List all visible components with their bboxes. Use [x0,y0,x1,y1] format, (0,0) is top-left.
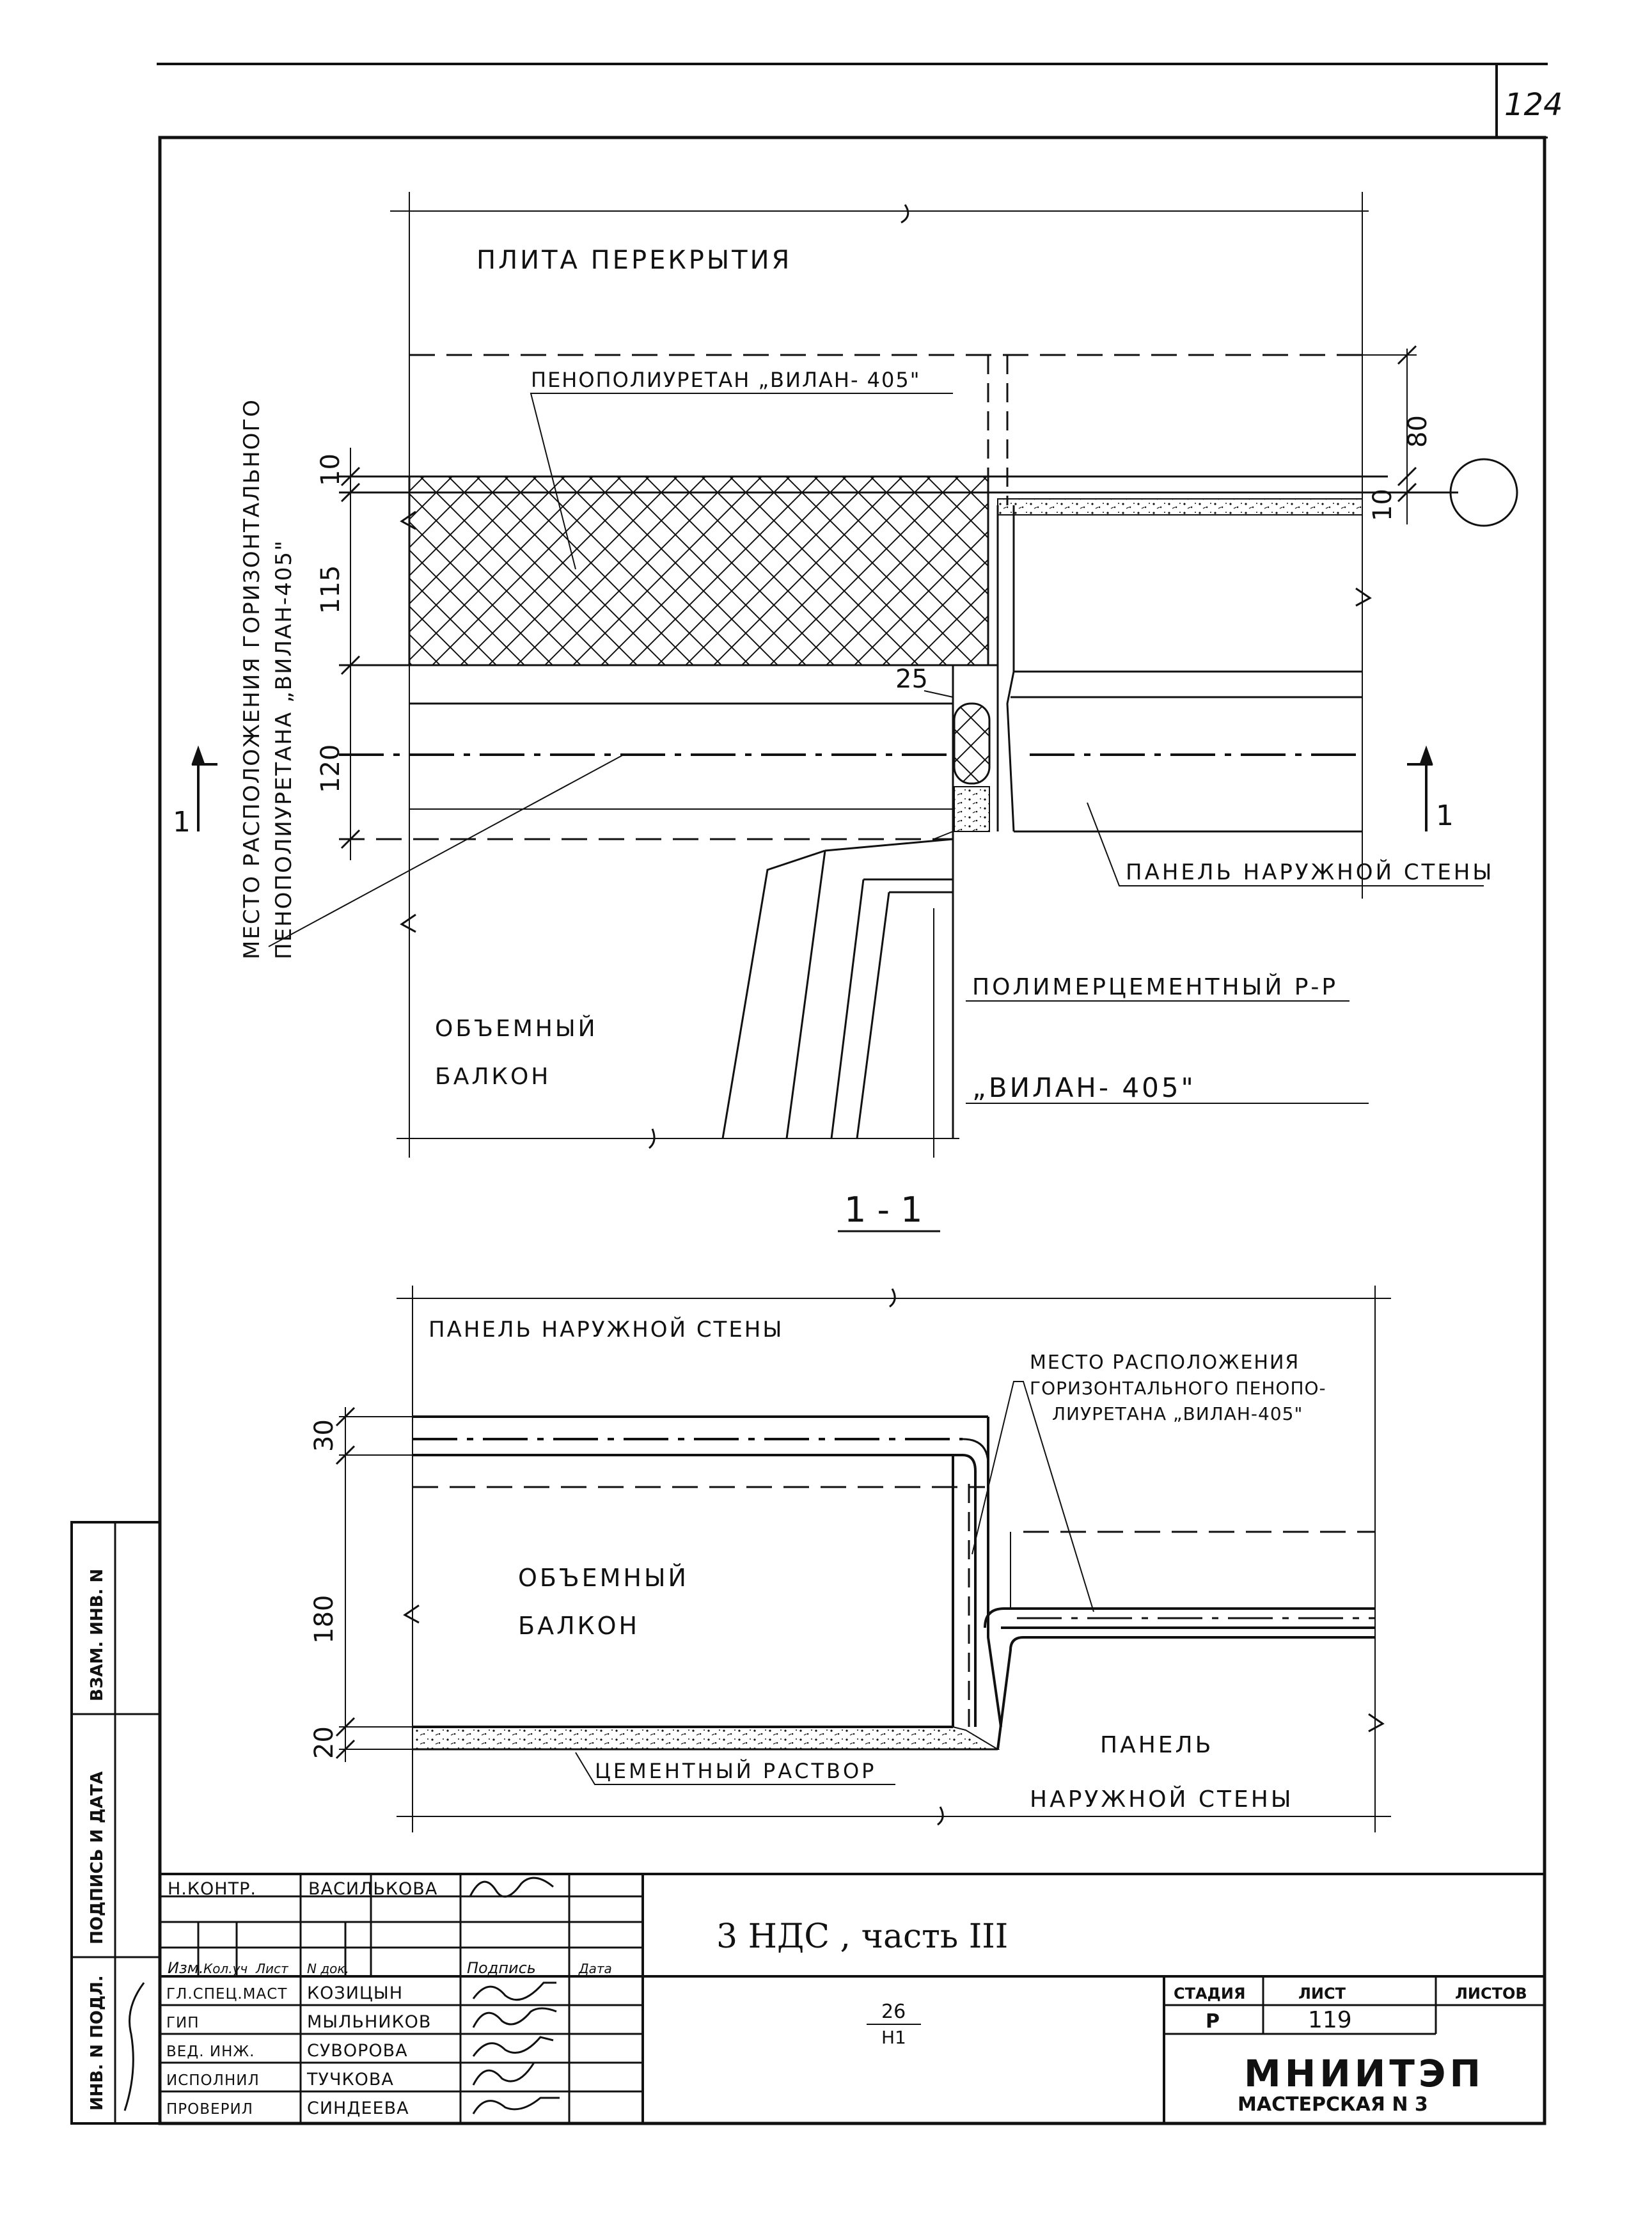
vertical-label-foam: ПЕНОПОЛИУРЕТАНА „ВИЛАН-405" [271,539,297,959]
polymer-cement-label: ПОЛИМЕРЦЕМЕНТНЫЙ Р-Р [972,973,1338,1000]
vilan-label: „ВИЛАН- 405" [972,1072,1196,1103]
tb-ncontr-signature [469,1877,554,1898]
tb-role-4: ИСПОЛНИЛ [166,2072,260,2089]
tb-name-5: СИНДЕЕВА [307,2098,409,2118]
dim-25: 25 [895,665,928,694]
tb-name-4: ТУЧКОВА [306,2070,394,2090]
balcony-label-1: ОБЪЕМНЫЙ [435,1015,598,1042]
tb-sheet-header: ЛИСТ [1298,1985,1346,2003]
wall-panel-label-section: ПАНЕЛЬ НАРУЖНОЙ СТЕНЫ [429,1316,783,1342]
cut-mark-left: 1 [173,806,191,838]
tb-col-izm: Изм. [168,1959,203,1977]
tb-org-unit: МАСТЕРСКАЯ N 3 [1238,2093,1428,2116]
tb-name-3: СУВОРОВА [307,2041,408,2061]
tb-stage-header: СТАДИЯ [1174,1985,1246,2003]
tb-col-ndok: N док. [307,1961,349,1976]
tb-sheet-value: 119 [1308,2007,1352,2033]
foam-label: ПЕНОПОЛИУРЕТАН „ВИЛАН- 405" [531,368,920,392]
tb-col-list: Лист [255,1961,289,1976]
top-detail-geometry [191,192,1518,1158]
cut-mark-right: 1 [1436,799,1454,832]
wall-panel-label-lower-1: ПАНЕЛЬ [1100,1732,1213,1758]
slab-label: ПЛИТА ПЕРЕКРЫТИЯ [476,246,792,275]
tb-code-top: 26 [881,2001,906,2023]
tb-role-2: ГИП [166,2015,200,2031]
tb-col-data: Дата [578,1961,612,1976]
dim-10-top: 10 [316,453,345,486]
title-block-grid [160,1873,1545,2123]
tb-code-bottom: Н1 [881,2027,906,2048]
dim-10-right: 10 [1368,489,1397,521]
location-label-2: ГОРИЗОНТАЛЬНОГО ПЕНОПО- [1030,1378,1326,1399]
tb-sheets-header: ЛИСТОВ [1455,1985,1527,2003]
dim-120: 120 [316,744,345,793]
tb-role-5: ПРОВЕРИЛ [166,2101,253,2118]
balcony-label-2: БАЛКОН [435,1064,551,1090]
tb-project-title: 3 НДС , часть III [716,1917,1008,1956]
tb-signatures [472,1981,560,2114]
sheet-frame [70,63,1548,2125]
location-label-3: ЛИУРЕТАНА „ВИЛАН-405" [1052,1403,1303,1424]
tb-col-kol: Кол.уч [203,1961,248,1976]
dim-115: 115 [316,565,345,614]
tb-role-1: ГЛ.СПЕЦ.МАСТ [166,1986,287,2003]
dim-180: 180 [310,1595,339,1644]
dim-80: 80 [1403,415,1433,448]
side-stamp-vzam: ВЗАМ. ИНВ. N [88,1569,107,1701]
tb-col-podpis: Подпись [467,1959,536,1977]
wall-panel-label-lower-2: НАРУЖНОЙ СТЕНЫ [1030,1786,1294,1813]
tb-ncontr-role: Н.КОНТР. [168,1879,256,1899]
dim-30: 30 [310,1419,339,1452]
tb-name-2: МЫЛЬНИКОВ [307,2012,431,2032]
sheet-number: 124 [1504,87,1563,123]
side-stamp-podpis: ПОДПИСЬ И ДАТА [88,1772,107,1944]
tb-role-3: ВЕД. ИНЖ. [166,2043,255,2060]
cement-mortar-label: ЦЕМЕНТНЫЙ РАСТВОР [595,1759,876,1783]
wall-panel-label-top: ПАНЕЛЬ НАРУЖНОЙ СТЕНЫ [1126,859,1494,885]
side-stamp-handwriting [123,1982,145,2111]
section-title: 1 - 1 [844,1190,923,1230]
balcony-label-section-2: БАЛКОН [518,1612,640,1640]
balcony-label-section-1: ОБЪЕМНЫЙ [518,1564,689,1592]
vertical-label-location: МЕСТО РАСПОЛОЖЕНИЯ ГОРИЗОНТАЛЬНОГО [239,398,265,959]
tb-ncontr-name: ВАСИЛЬКОВА [308,1879,437,1899]
location-label-1: МЕСТО РАСПОЛОЖЕНИЯ [1030,1351,1300,1374]
side-stamp-inv: ИНВ. N ПОДЛ. [88,1975,107,2111]
tb-stage-value: Р [1206,2010,1220,2033]
dim-20: 20 [310,1726,339,1759]
section-1-1-geometry [335,1286,1391,1832]
tb-name-1: КОЗИЦЫН [307,1983,403,2003]
tb-org-name: МНИИТЭП [1244,2052,1484,2095]
